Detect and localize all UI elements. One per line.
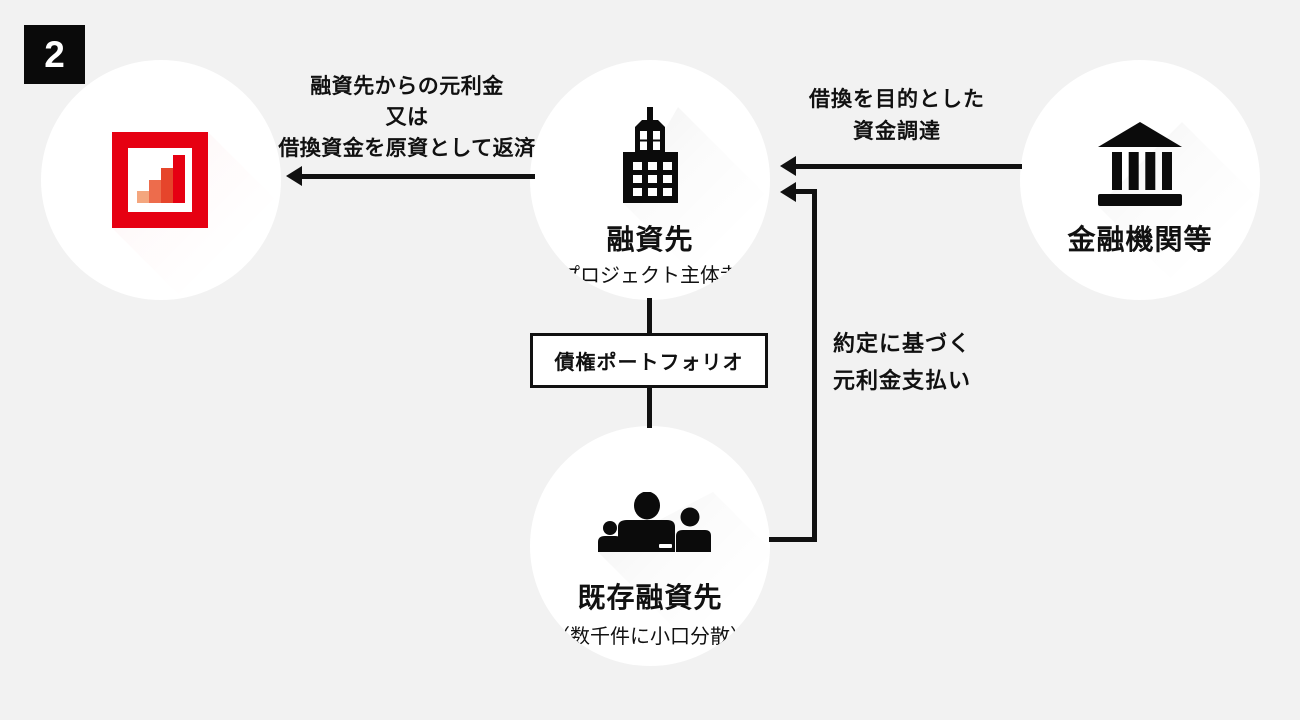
existing-borrowers-node: 既存融資先 （数千件に小口分散）: [530, 426, 770, 666]
logo-bar-3: [161, 168, 173, 203]
existing-borrowers-title: 既存融資先: [577, 582, 723, 613]
repayment-label-line3: 借換資金を原資として返済: [278, 137, 536, 160]
step-number: 2: [44, 33, 65, 75]
refinance-arrow-shaft: [794, 164, 1022, 169]
logo-bar-1: [137, 191, 149, 203]
portfolio-box: 債権ポートフォリオ: [530, 333, 768, 388]
logo-bar-4: [173, 155, 185, 203]
payment-arrowhead-icon: [780, 182, 796, 202]
logo-bar-2: [149, 180, 161, 203]
payment-arrow-vertical-segment: [812, 189, 817, 542]
payment-label: 約定に基づく 元利金支払い: [833, 325, 971, 399]
refinance-label-line1: 借換を目的とした: [809, 88, 985, 111]
refinance-label: 借換を目的とした 資金調達: [770, 84, 1024, 148]
refinance-arrowhead-icon: [780, 156, 796, 176]
existing-borrowers-subtitle: （数千件に小口分散）: [550, 626, 750, 648]
repayment-label-line2: 又は: [385, 106, 429, 129]
platform-node: [41, 60, 281, 300]
office-building-icon: [623, 107, 678, 203]
portfolio-box-label: 債権ポートフォリオ: [554, 352, 744, 374]
financier-node: 金融機関等: [1020, 60, 1260, 300]
payment-arrow-top-segment: [794, 189, 817, 194]
repayment-arrowhead-icon: [286, 166, 302, 186]
repayment-label: 融資先からの元利金 又は 借換資金を原資として返済: [262, 71, 552, 164]
borrower-subtitle: （プロジェクト主体者）: [540, 265, 760, 287]
bank-icon: [1098, 122, 1182, 206]
refinance-label-line2: 資金調達: [853, 120, 941, 143]
payment-arrow-bottom-segment: [769, 537, 817, 542]
borrower-title: 融資先: [606, 224, 694, 255]
payment-label-line1: 約定に基づく: [833, 331, 972, 356]
step-number-badge: 2: [24, 25, 85, 84]
repayment-label-line1: 融資先からの元利金: [310, 75, 504, 98]
portfolio-connector-bottom: [647, 386, 652, 428]
people-group-icon: [598, 492, 711, 552]
portfolio-connector-top: [647, 298, 652, 335]
financier-title: 金融機関等: [1067, 224, 1213, 255]
payment-label-line2: 元利金支払い: [833, 368, 972, 393]
borrower-node: 融資先 （プロジェクト主体者）: [530, 60, 770, 300]
repayment-arrow-shaft: [299, 174, 535, 179]
bar-chart-logo-icon: [112, 132, 208, 228]
